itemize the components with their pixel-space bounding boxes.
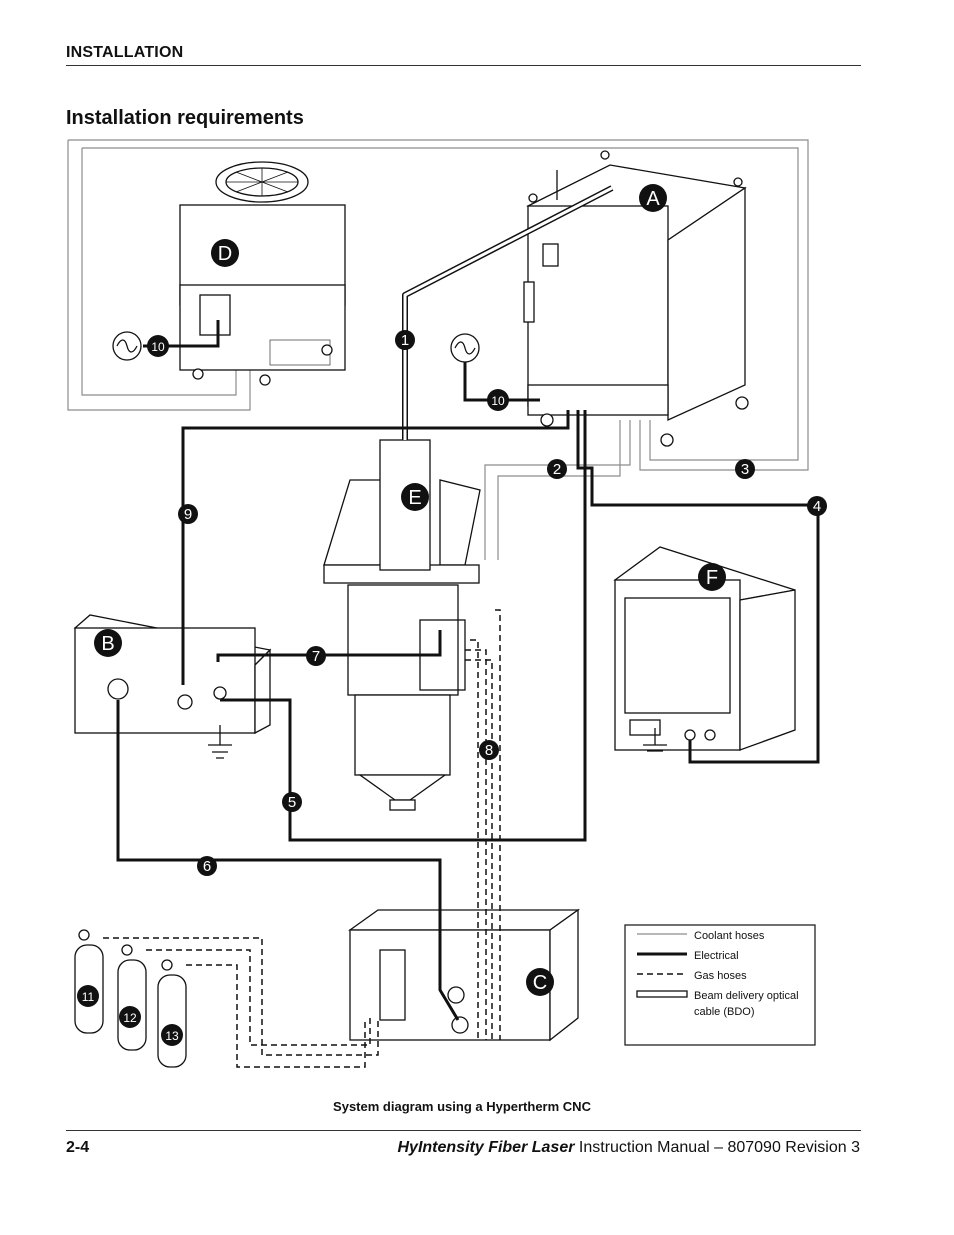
component-marker-d: D <box>211 239 239 267</box>
callout-3: 3 <box>735 459 755 479</box>
gas-hoses <box>103 609 501 1068</box>
callout-number: 4 <box>813 498 821 515</box>
callout-8: 8 <box>479 740 499 760</box>
component-marker-f: F <box>698 563 726 591</box>
callout-number: 9 <box>184 506 192 523</box>
callout-10: 10 <box>487 389 509 411</box>
legend-label: cable (BDO) <box>694 1006 755 1018</box>
callout-7: 7 <box>306 646 326 666</box>
callout-number: 8 <box>485 742 493 759</box>
chiller-unit-d <box>179 161 346 386</box>
legend-label: Gas hoses <box>694 970 747 982</box>
legend-label: Electrical <box>694 950 739 962</box>
figure-caption: System diagram using a Hypertherm CNC <box>333 1099 591 1114</box>
ac-power-icon <box>112 331 480 363</box>
callout-2: 2 <box>547 459 567 479</box>
callout-number: 12 <box>123 1011 137 1025</box>
callout-1: 1 <box>395 330 415 350</box>
component-letter: F <box>706 567 718 589</box>
revision-label: 807090 Revision 3 <box>727 1139 860 1156</box>
callout-4: 4 <box>807 496 827 516</box>
callout-number: 10 <box>151 340 165 354</box>
page-title: Installation requirements <box>66 107 304 129</box>
header-rule <box>66 65 861 66</box>
manual-label: Instruction Manual <box>578 1139 710 1156</box>
laser-source-unit-a <box>523 150 749 447</box>
callout-12: 12 <box>119 1006 141 1028</box>
callout-number: 7 <box>312 648 320 665</box>
callout-13: 13 <box>161 1024 183 1046</box>
component-letter: E <box>408 487 421 509</box>
product-name: HyIntensity Fiber Laser <box>397 1139 575 1156</box>
gas-cylinders <box>74 929 187 1068</box>
footer-rule <box>66 1130 861 1131</box>
component-letter: D <box>218 243 232 265</box>
section-header: INSTALLATION <box>66 44 184 61</box>
callout-5: 5 <box>282 792 302 812</box>
component-marker-b: B <box>94 629 122 657</box>
callout-number: 10 <box>491 394 505 408</box>
callout-6: 6 <box>197 856 217 876</box>
footer-document-info: HyIntensity Fiber Laser Instruction Manu… <box>398 1139 861 1157</box>
callout-number: 6 <box>203 858 211 875</box>
legend-sample-bdo <box>636 990 688 998</box>
component-letter: C <box>533 972 547 994</box>
callout-10: 10 <box>147 335 169 357</box>
callout-number: 2 <box>553 461 561 478</box>
component-marker-e: E <box>401 483 429 511</box>
footer-dash: – <box>714 1139 723 1156</box>
component-marker-c: C <box>526 968 554 996</box>
bdo-cable <box>402 185 614 440</box>
callout-number: 1 <box>401 332 409 349</box>
component-markers: A B C D E F <box>94 184 726 996</box>
callout-number: 5 <box>288 794 296 811</box>
callout-11: 11 <box>77 985 99 1007</box>
legend-label: Beam delivery optical <box>694 990 799 1002</box>
electrical-cables <box>116 320 820 1021</box>
component-letter: A <box>646 188 660 210</box>
callout-number: 3 <box>741 461 749 478</box>
interface-unit-f <box>613 546 796 752</box>
component-marker-a: A <box>639 184 667 212</box>
callout-number: 13 <box>165 1029 179 1043</box>
component-letter: B <box>101 633 114 655</box>
page-number: 2-4 <box>66 1139 90 1156</box>
callout-9: 9 <box>178 504 198 524</box>
gas-console-c <box>347 908 581 1042</box>
callout-number: 11 <box>82 990 95 1004</box>
legend-label: Coolant hoses <box>694 930 765 942</box>
